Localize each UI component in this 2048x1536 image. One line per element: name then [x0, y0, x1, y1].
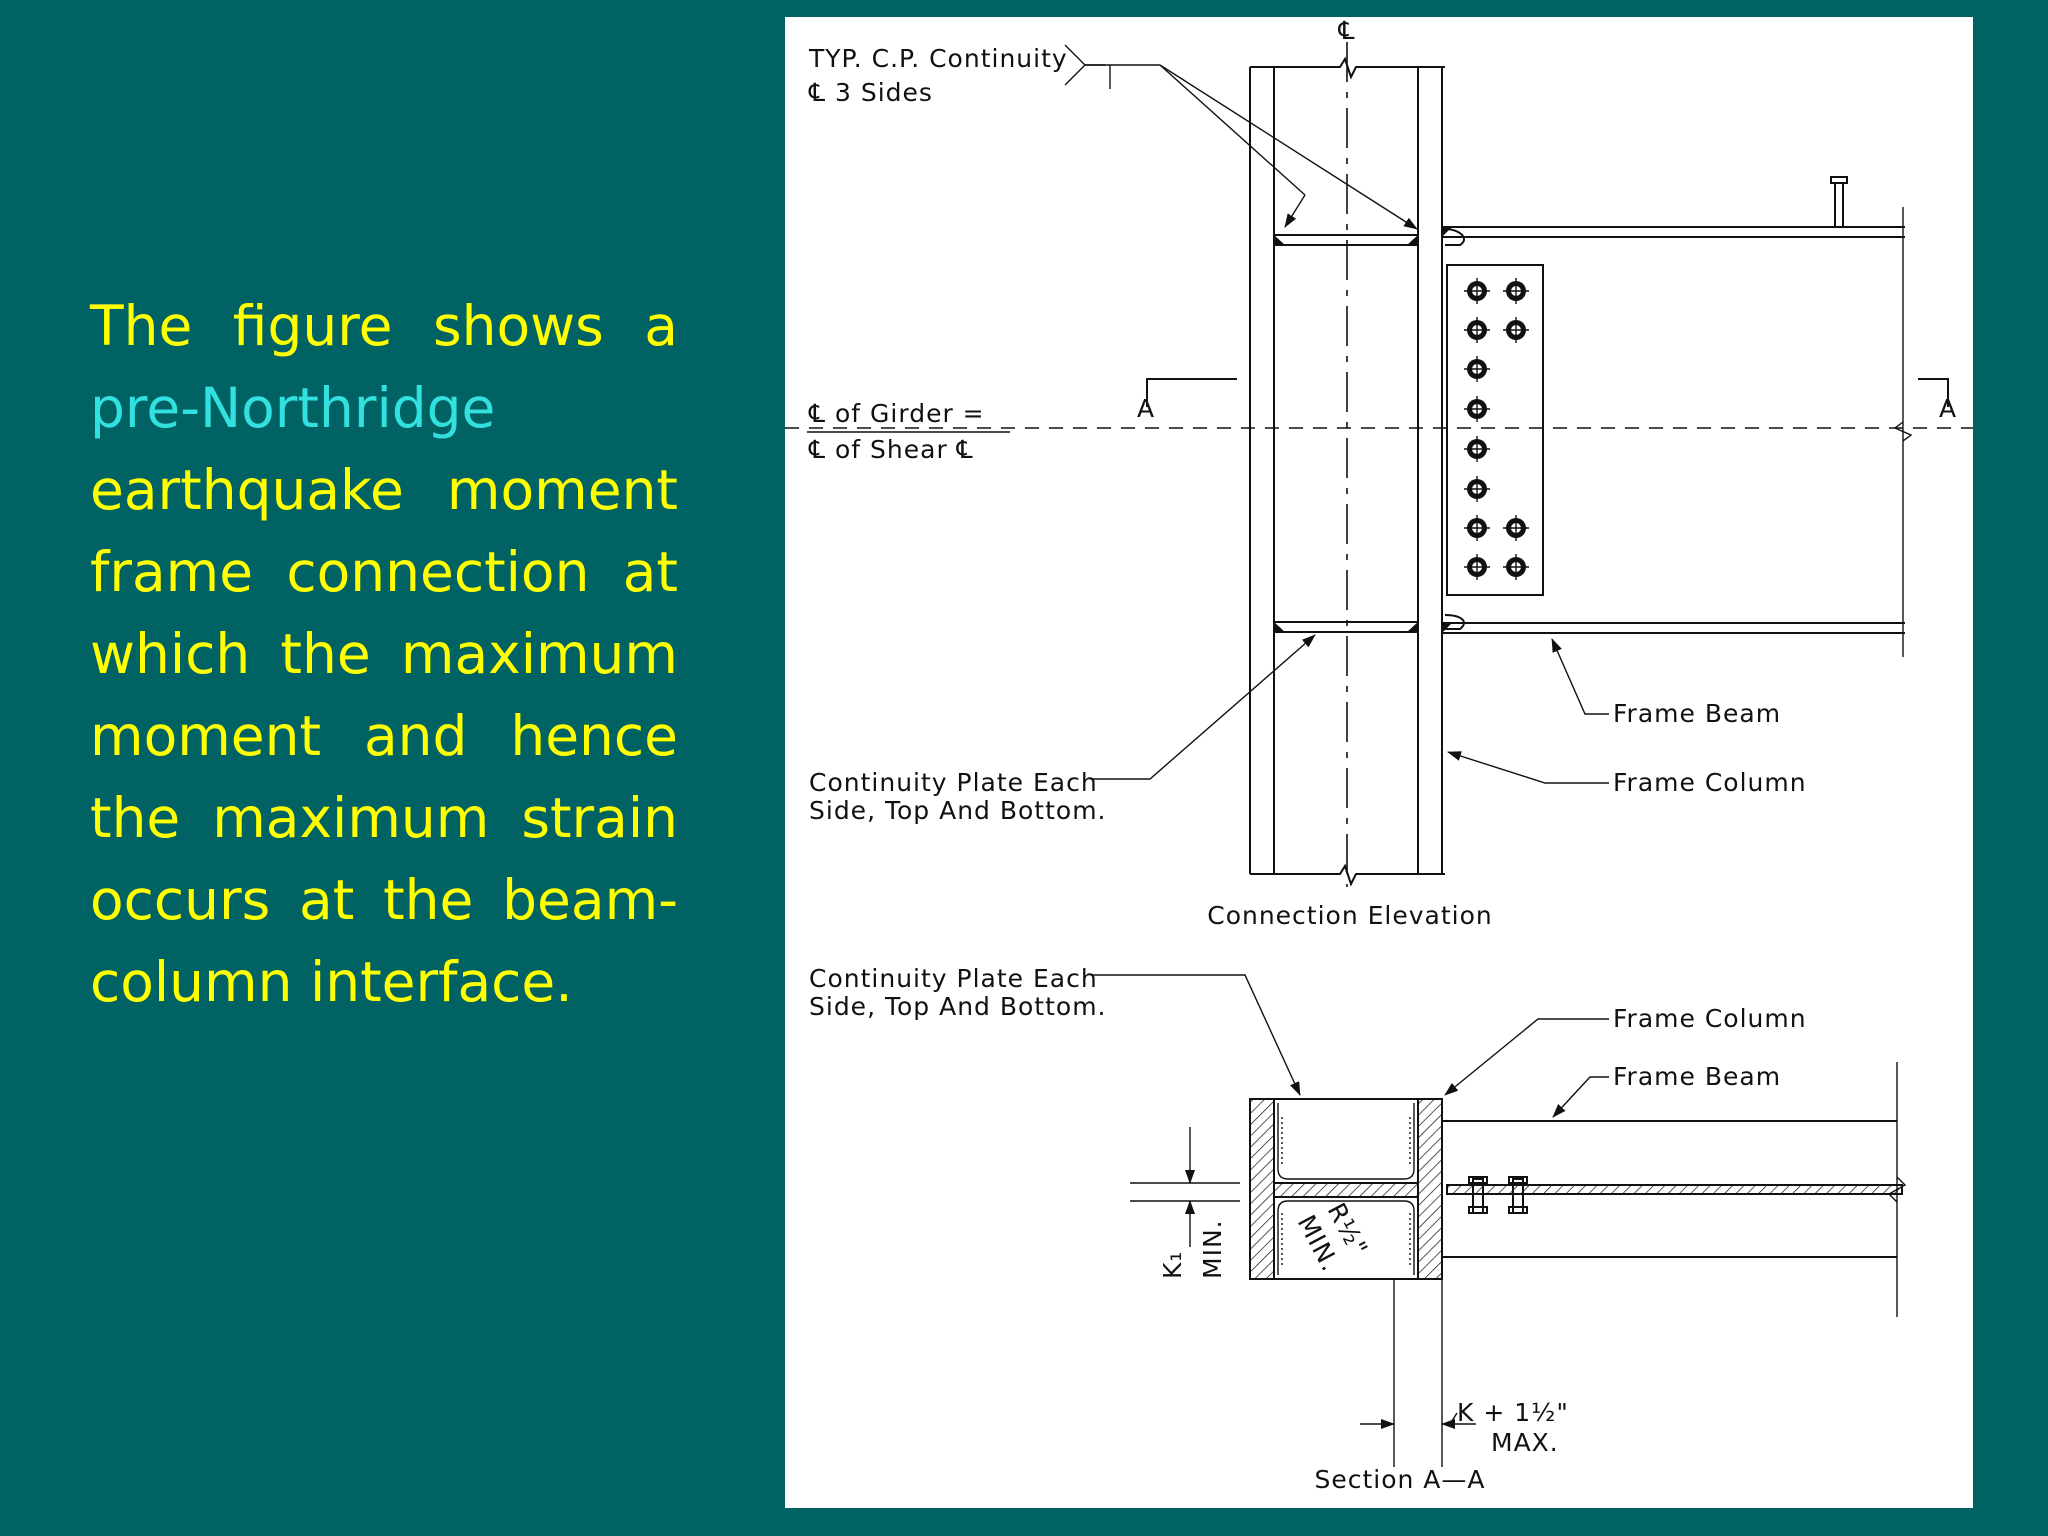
k1-label: K₁	[1158, 1251, 1187, 1279]
bolt	[1464, 278, 1490, 304]
bolt-group	[1464, 278, 1529, 580]
frame-column-label-section: Frame Column	[1613, 1004, 1807, 1033]
slide-description: The figure shows a pre-Northridge earthq…	[90, 285, 678, 1023]
bolt	[1464, 476, 1490, 502]
continuity-plate-section-label-line1: Continuity Plate Each	[809, 964, 1098, 993]
bolt	[1464, 554, 1490, 580]
shear-plate	[1446, 264, 1544, 596]
frame-column-label-elevation: Frame Column	[1613, 768, 1807, 797]
column-flange-right	[1417, 1098, 1443, 1280]
continuity-plate-section-label-line2: Side, Top And Bottom.	[809, 992, 1107, 1021]
continuity-plate-label-line2: Side, Top And Bottom.	[809, 796, 1107, 825]
frame-column-elevation	[1249, 67, 1443, 874]
typ-cp-label-line1: TYP. C.P. Continuity	[808, 44, 1068, 73]
connection-elevation: ℄	[785, 17, 1973, 930]
connection-drawing: ℄	[785, 17, 1973, 1494]
frame-beam-section	[1442, 1062, 1907, 1317]
continuity-plate-section	[1274, 1098, 1418, 1280]
girder-centerline-label-line2: ℄ of Shear ℄	[808, 435, 974, 464]
bolt	[1464, 396, 1490, 422]
section-a-a-title: Section A—A	[1314, 1465, 1485, 1494]
section-mark-left: A	[1137, 394, 1155, 423]
bolt	[1503, 278, 1529, 304]
column-top-break	[1250, 56, 1445, 80]
connection-drawing-panel: ℄	[785, 17, 1973, 1508]
column-web	[1273, 1182, 1419, 1198]
k1-min-label: MIN.	[1198, 1219, 1227, 1279]
section-cut-left: A	[1137, 378, 1237, 423]
pre-northridge-highlight: pre-Northridge	[90, 376, 496, 440]
bolts-section	[1468, 1176, 1528, 1214]
weld-tail-symbol	[1064, 44, 1086, 86]
continuity-plate-label-line1: Continuity Plate Each	[809, 768, 1098, 797]
bolt	[1464, 436, 1490, 462]
continuity-plate-top	[1274, 234, 1418, 246]
centerline-symbol: ℄	[1337, 17, 1355, 45]
frame-beam-label-section: Frame Beam	[1613, 1062, 1781, 1091]
girder-centerline-label-line1: ℄ of Girder =	[808, 399, 985, 428]
bolt	[1464, 515, 1490, 541]
k-plus-label: K + 1½"	[1457, 1398, 1569, 1427]
bolt	[1503, 317, 1529, 343]
continuity-plate-bottom	[1274, 621, 1418, 633]
bolt	[1503, 515, 1529, 541]
column-flange-left	[1249, 1098, 1275, 1280]
bolt	[1503, 554, 1529, 580]
k-max-label: MAX.	[1491, 1428, 1559, 1457]
frame-beam-label-elevation: Frame Beam	[1613, 699, 1781, 728]
description-text-start: The figure shows a	[90, 294, 678, 358]
typ-cp-label-line2: ℄ 3 Sides	[808, 78, 933, 107]
frame-beam-elevation	[1442, 176, 1913, 657]
section-cut-right: A	[1918, 378, 1957, 423]
k1-dimension: K₁ MIN.	[1130, 1127, 1240, 1279]
column-bottom-break	[1250, 863, 1445, 887]
connection-elevation-title: Connection Elevation	[1207, 901, 1493, 930]
bolt	[1464, 356, 1490, 382]
description-text-end: earthquake moment frame connection at wh…	[90, 458, 678, 1014]
k-max-dimension: K + 1½" MAX.	[1360, 1279, 1569, 1467]
section-a-a: Continuity Plate Each Side, Top And Bott…	[809, 964, 1907, 1494]
bolt	[1464, 317, 1490, 343]
section-mark-right: A	[1939, 394, 1957, 423]
